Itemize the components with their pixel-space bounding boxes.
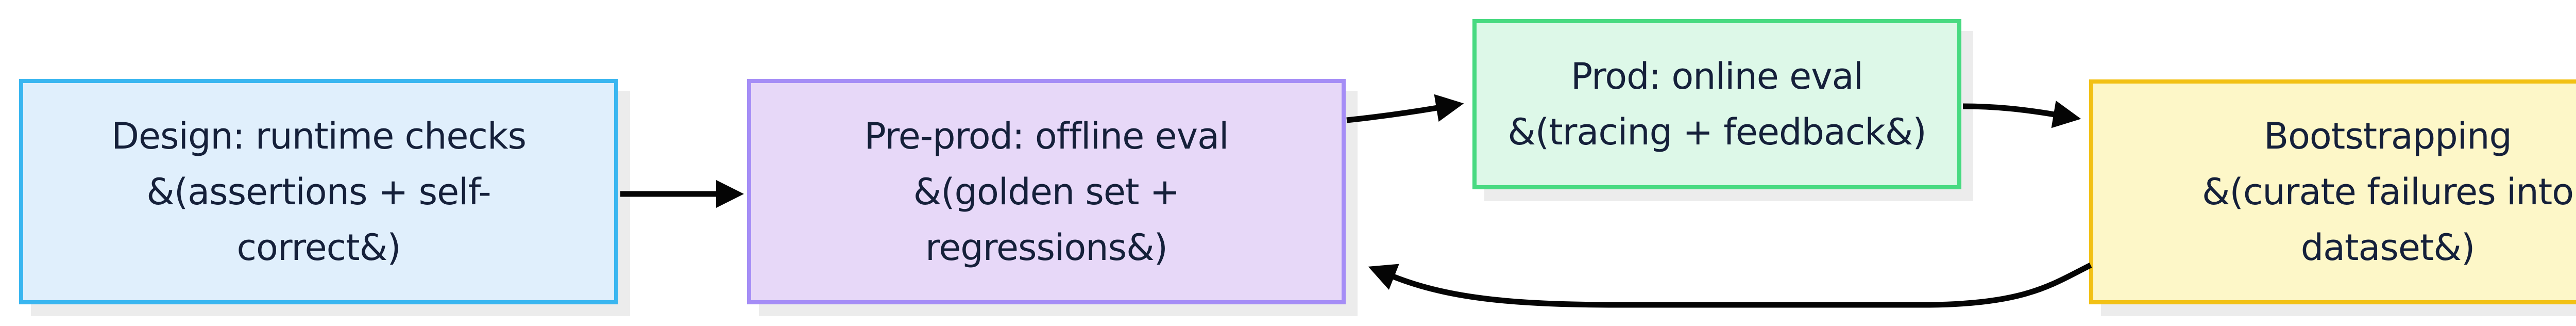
node-prod: Prod: online eval &(tracing + feedback&) <box>1472 19 1961 189</box>
node-preprod-label-line: &(golden set + <box>913 170 1180 213</box>
node-design: Design: runtime checks &(assertions + se… <box>19 79 618 304</box>
node-design-label-line: correct&) <box>236 226 401 269</box>
node-preprod-label-line: Pre-prod: offline eval <box>864 115 1229 157</box>
arrow-bootstrapping-to-preprod <box>1368 263 2092 308</box>
node-bootstrapping-label-line: &(curate failures into <box>2201 171 2574 213</box>
node-design-label-line: &(assertions + self- <box>146 170 491 213</box>
node-preprod: Pre-prod: offline eval &(golden set + re… <box>747 79 1346 304</box>
node-prod-label-line: Prod: online eval <box>1571 55 1863 97</box>
node-bootstrapping: Bootstrapping &(curate failures into dat… <box>2089 79 2576 304</box>
arrow-prod-to-bootstrapping <box>1962 101 2081 128</box>
node-bootstrapping-label-line: dataset&) <box>2300 226 2476 269</box>
node-preprod-label-line: regressions&) <box>925 226 1168 269</box>
node-bootstrapping-label-line: Bootstrapping <box>2264 115 2512 157</box>
node-design-label-line: Design: runtime checks <box>111 115 527 157</box>
node-prod-label-line: &(tracing + feedback&) <box>1507 111 1926 153</box>
arrow-preprod-to-prod <box>1346 94 1464 123</box>
